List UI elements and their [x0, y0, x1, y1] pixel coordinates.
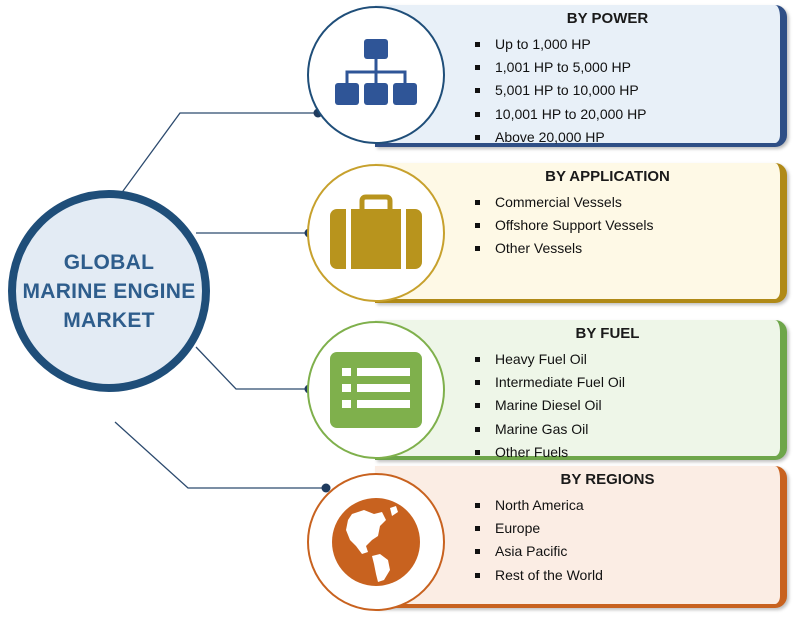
list-item: Rest of the World — [475, 564, 603, 587]
list-item: Commercial Vessels — [475, 191, 654, 214]
list-item: North America — [475, 494, 603, 517]
globe-icon — [332, 498, 420, 586]
list-item: Marine Diesel Oil — [475, 394, 625, 417]
segment-application-icon-circle — [307, 164, 445, 302]
hierarchy-icon — [335, 39, 417, 105]
list-item: Europe — [475, 517, 603, 540]
list-item: Intermediate Fuel Oil — [475, 371, 625, 394]
list-item: Other Vessels — [475, 237, 654, 260]
list-item: Up to 1,000 HP — [475, 33, 647, 56]
list-item: Above 20,000 HP — [475, 126, 647, 149]
list-item: Asia Pacific — [475, 540, 603, 563]
briefcase-icon — [330, 194, 422, 269]
segment-items: Heavy Fuel Oil Intermediate Fuel Oil Mar… — [475, 348, 625, 464]
segment-title: BY FUEL — [575, 325, 640, 342]
list-item: Other Fuels — [475, 441, 625, 464]
list-item: 1,001 HP to 5,000 HP — [475, 56, 647, 79]
segment-regions-icon-circle — [307, 473, 445, 611]
list-item: 10,001 HP to 20,000 HP — [475, 103, 647, 126]
segment-title: BY REGIONS — [560, 471, 655, 488]
segment-power-icon-circle — [307, 6, 445, 144]
segment-title: BY POWER — [566, 10, 649, 27]
segment-regions-panel: BY REGIONS North America Europe Asia Pac… — [375, 466, 787, 608]
segment-title: BY APPLICATION — [545, 168, 670, 185]
list-item: 5,001 HP to 10,000 HP — [475, 79, 647, 102]
segment-items: North America Europe Asia Pacific Rest o… — [475, 494, 603, 587]
hub-title: GLOBAL MARINE ENGINE MARKET — [22, 250, 196, 332]
segment-fuel-icon-circle — [307, 321, 445, 459]
segment-items: Up to 1,000 HP 1,001 HP to 5,000 HP 5,00… — [475, 33, 647, 149]
hub-circle: GLOBAL MARINE ENGINE MARKET — [8, 190, 210, 392]
list-window-icon — [330, 352, 422, 428]
list-item: Offshore Support Vessels — [475, 214, 654, 237]
segment-items: Commercial Vessels Offshore Support Vess… — [475, 191, 654, 261]
list-item: Heavy Fuel Oil — [475, 348, 625, 371]
list-item: Marine Gas Oil — [475, 418, 625, 441]
